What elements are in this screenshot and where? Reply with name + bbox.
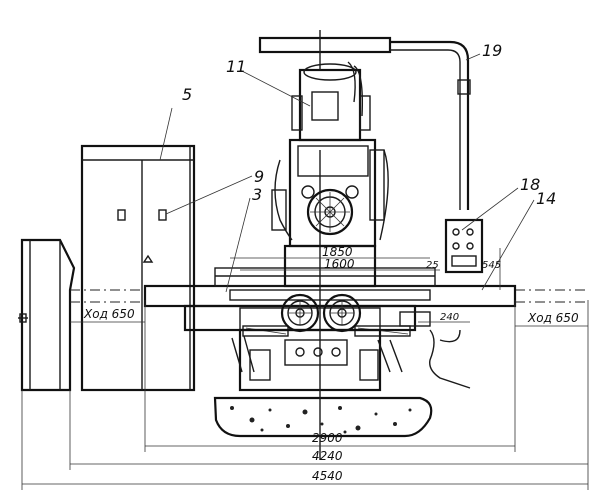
saddle-and-knee bbox=[183, 304, 431, 337]
callout-9: 9 bbox=[254, 167, 264, 186]
table-travel-outline bbox=[70, 289, 588, 303]
stroke-left: Ход 650 bbox=[83, 307, 135, 321]
callout-18: 18 bbox=[520, 175, 540, 194]
dim-25: 25 bbox=[426, 260, 439, 271]
pendant-arm bbox=[258, 30, 471, 210]
dim-4240: 4240 bbox=[312, 449, 343, 463]
callout-11: 11 bbox=[226, 57, 246, 76]
callout-19: 19 bbox=[482, 41, 502, 60]
callout-14: 14 bbox=[536, 189, 556, 208]
callout-3: 3 bbox=[252, 185, 262, 204]
callout-leaders bbox=[159, 53, 535, 293]
left-stand bbox=[18, 238, 76, 392]
dim-1850: 1850 bbox=[322, 245, 353, 259]
dimension-lines bbox=[21, 248, 589, 490]
handwheel-pair bbox=[280, 293, 362, 333]
dim-2900: 2900 bbox=[312, 431, 343, 445]
control-pendant bbox=[444, 218, 484, 274]
spindle-motor bbox=[291, 61, 371, 142]
dim-4540: 4540 bbox=[312, 469, 343, 483]
electrical-cabinet bbox=[80, 144, 196, 392]
machine-base bbox=[231, 328, 471, 392]
dim-545: 545 bbox=[482, 260, 501, 271]
stroke-right: Ход 650 bbox=[527, 311, 579, 325]
dim-240: 240 bbox=[440, 312, 459, 323]
foundation bbox=[213, 396, 433, 438]
dim-1600: 1600 bbox=[324, 257, 355, 271]
callout-5: 5 bbox=[182, 85, 192, 104]
spindle-head bbox=[271, 138, 389, 248]
